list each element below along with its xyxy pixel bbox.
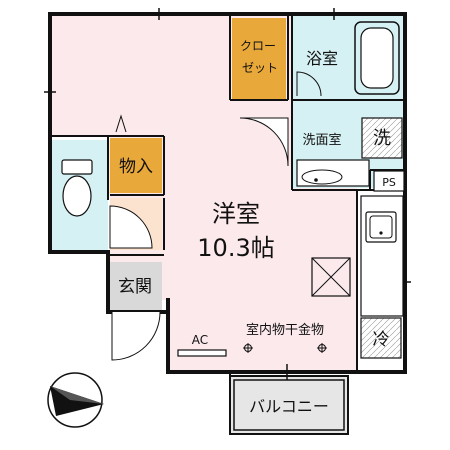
drying-label: 室内物干金物: [246, 322, 324, 338]
entrance-label: 玄関: [118, 277, 152, 297]
drying-fixtures: [243, 343, 327, 353]
storage-area: [110, 138, 162, 193]
fridge-label: 冷: [373, 330, 390, 350]
storage-door-mark: [115, 114, 127, 133]
room-size: 10.3帖: [197, 234, 274, 262]
toilet-bowl: [62, 175, 92, 217]
bathtub-inner: [360, 27, 394, 89]
washroom-label: 洗面室: [302, 132, 341, 148]
toilet-tank: [61, 159, 93, 175]
vent-cross-b: [311, 257, 351, 297]
closet-label-line1: クロー: [240, 39, 276, 53]
compass-icon: [47, 372, 104, 428]
entrance-door-swing: [111, 311, 161, 361]
ac-label: AC: [192, 333, 208, 347]
bath-label: 浴室: [306, 49, 338, 68]
ac-unit: [177, 349, 227, 357]
interior-walls: [52, 16, 405, 378]
closet-label-line2: ゼット: [242, 61, 278, 75]
kitchen-sink-inner: [369, 215, 393, 239]
wash-basin-drain: [314, 178, 318, 182]
fridge-box: [360, 317, 402, 359]
storage-label: 物入: [119, 157, 153, 177]
entrance-area: [108, 262, 162, 310]
balcony-label: バルコニー: [249, 397, 329, 416]
bath-door-swing: [296, 71, 322, 97]
closet-area: [232, 18, 286, 100]
wash-mark-label: 洗: [373, 128, 391, 149]
ps-box: [373, 170, 405, 192]
balcony-rail: [233, 379, 345, 431]
washing-machine: [361, 117, 403, 159]
kitchen-faucet: [379, 231, 383, 235]
walls: [48, 12, 407, 374]
room-name: 洋室: [212, 200, 260, 228]
balcony-area: [229, 375, 349, 435]
ps-label: PS: [382, 176, 396, 189]
wash-basin-bowl: [301, 169, 343, 185]
toilet-door-swing: [109, 205, 153, 249]
washroom-door-swing: [239, 117, 289, 167]
